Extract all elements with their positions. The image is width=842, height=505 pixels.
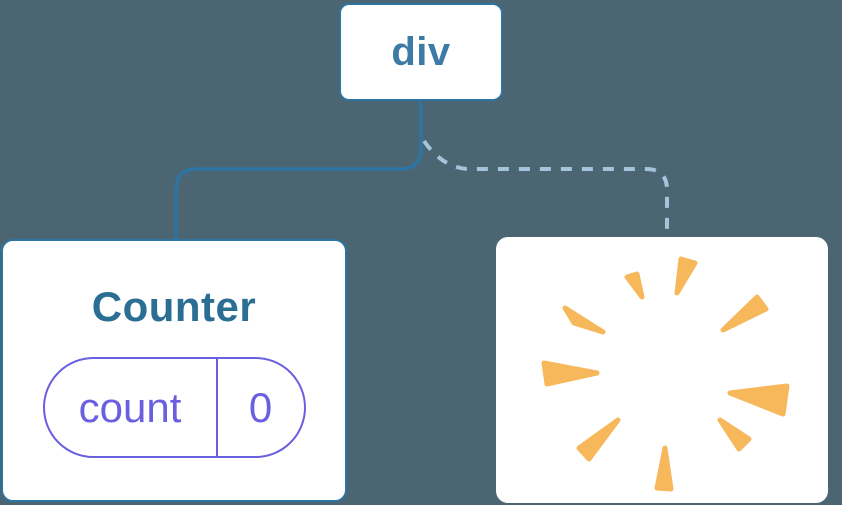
- state-pill: count 0: [42, 357, 306, 458]
- solid-connector-line: [174, 100, 423, 242]
- poof-icon: [541, 256, 790, 492]
- dashed-connector-line: [422, 139, 669, 239]
- root-node-div: div: [339, 3, 503, 101]
- counter-title: Counter: [91, 283, 257, 330]
- removed-component-card: [496, 237, 828, 503]
- state-key-label: count: [78, 383, 182, 431]
- root-node-label: div: [391, 29, 451, 74]
- state-value: 0: [215, 359, 304, 456]
- counter-component-card: Counter count 0: [1, 239, 347, 502]
